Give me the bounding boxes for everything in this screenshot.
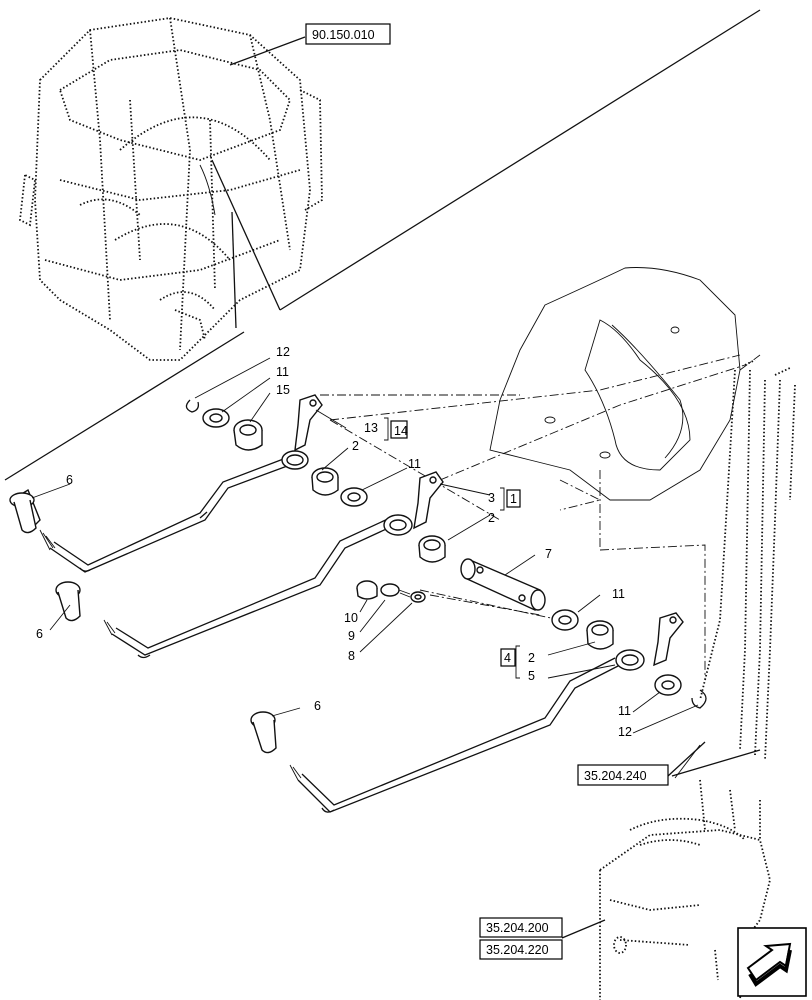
callout-13: 13 [364,421,378,435]
washer-11d [654,674,682,696]
bushing-2b [418,535,446,563]
callout-leaders [31,357,701,779]
ref-box-bottom-b[interactable] [479,939,563,960]
callout-6: 6 [314,699,321,713]
pin-7 [460,558,546,611]
hardware-8-9-10 [356,580,426,603]
callout-14: 14 [394,424,408,438]
box-1 [506,489,521,508]
callout-5: 5 [528,669,535,683]
ref-box-top[interactable] [305,23,391,45]
clip-12b [691,689,707,709]
bracket-13 [281,394,323,470]
callout-7: 7 [545,547,552,561]
callout-11: 11 [618,704,631,718]
ref-label-bottom-b[interactable]: 35.204.220 [486,943,549,957]
box-14 [390,420,408,439]
lever-1[interactable] [9,457,291,573]
ref-label-bottom-a[interactable]: 35.204.200 [486,921,549,935]
callout-3: 3 [488,491,495,505]
next-page-arrow-icon[interactable] [737,927,807,997]
bushing-2a [311,467,339,496]
callout-2: 2 [352,439,359,453]
callout-1: 1 [510,492,517,506]
callout-11: 11 [408,457,421,471]
cab-frame-icon [19,17,323,361]
callout-8: 8 [348,649,355,663]
washer-11c [551,609,579,631]
bracket-mark-4 [515,645,520,679]
callout-12: 12 [618,725,632,739]
seat-console-outline [489,267,741,511]
callout-6: 6 [66,473,73,487]
ref-label-top[interactable]: 90.150.010 [312,28,375,42]
bracket-5 [615,612,684,671]
bushing-15 [233,419,263,451]
bushing-2c [586,620,614,650]
callout-6: 6 [36,627,43,641]
control-valve-block [599,779,771,1000]
callout-11: 11 [276,365,289,379]
callout-15: 15 [276,383,290,397]
ref-label-middle[interactable]: 35.204.240 [584,769,647,783]
box-4 [500,648,516,667]
callout-12: 12 [276,345,290,359]
bracket-mark-13 [384,417,389,441]
bracket-3 [383,471,444,536]
callout-10: 10 [344,611,358,625]
ref-box-bottom-a[interactable] [479,917,563,938]
bracket-mark-3 [500,487,505,511]
control-rods [699,359,796,761]
callout-11: 11 [612,587,625,601]
callout-2: 2 [488,511,495,525]
callout-4: 4 [504,651,511,665]
callout-2: 2 [528,651,535,665]
washer-11a [202,408,230,428]
ref-box-middle[interactable] [577,764,669,786]
washer-11b [340,487,368,507]
callout-9: 9 [348,629,355,643]
clip-12a [185,399,200,413]
lever-2[interactable] [55,517,396,659]
lever-3[interactable] [250,657,621,813]
